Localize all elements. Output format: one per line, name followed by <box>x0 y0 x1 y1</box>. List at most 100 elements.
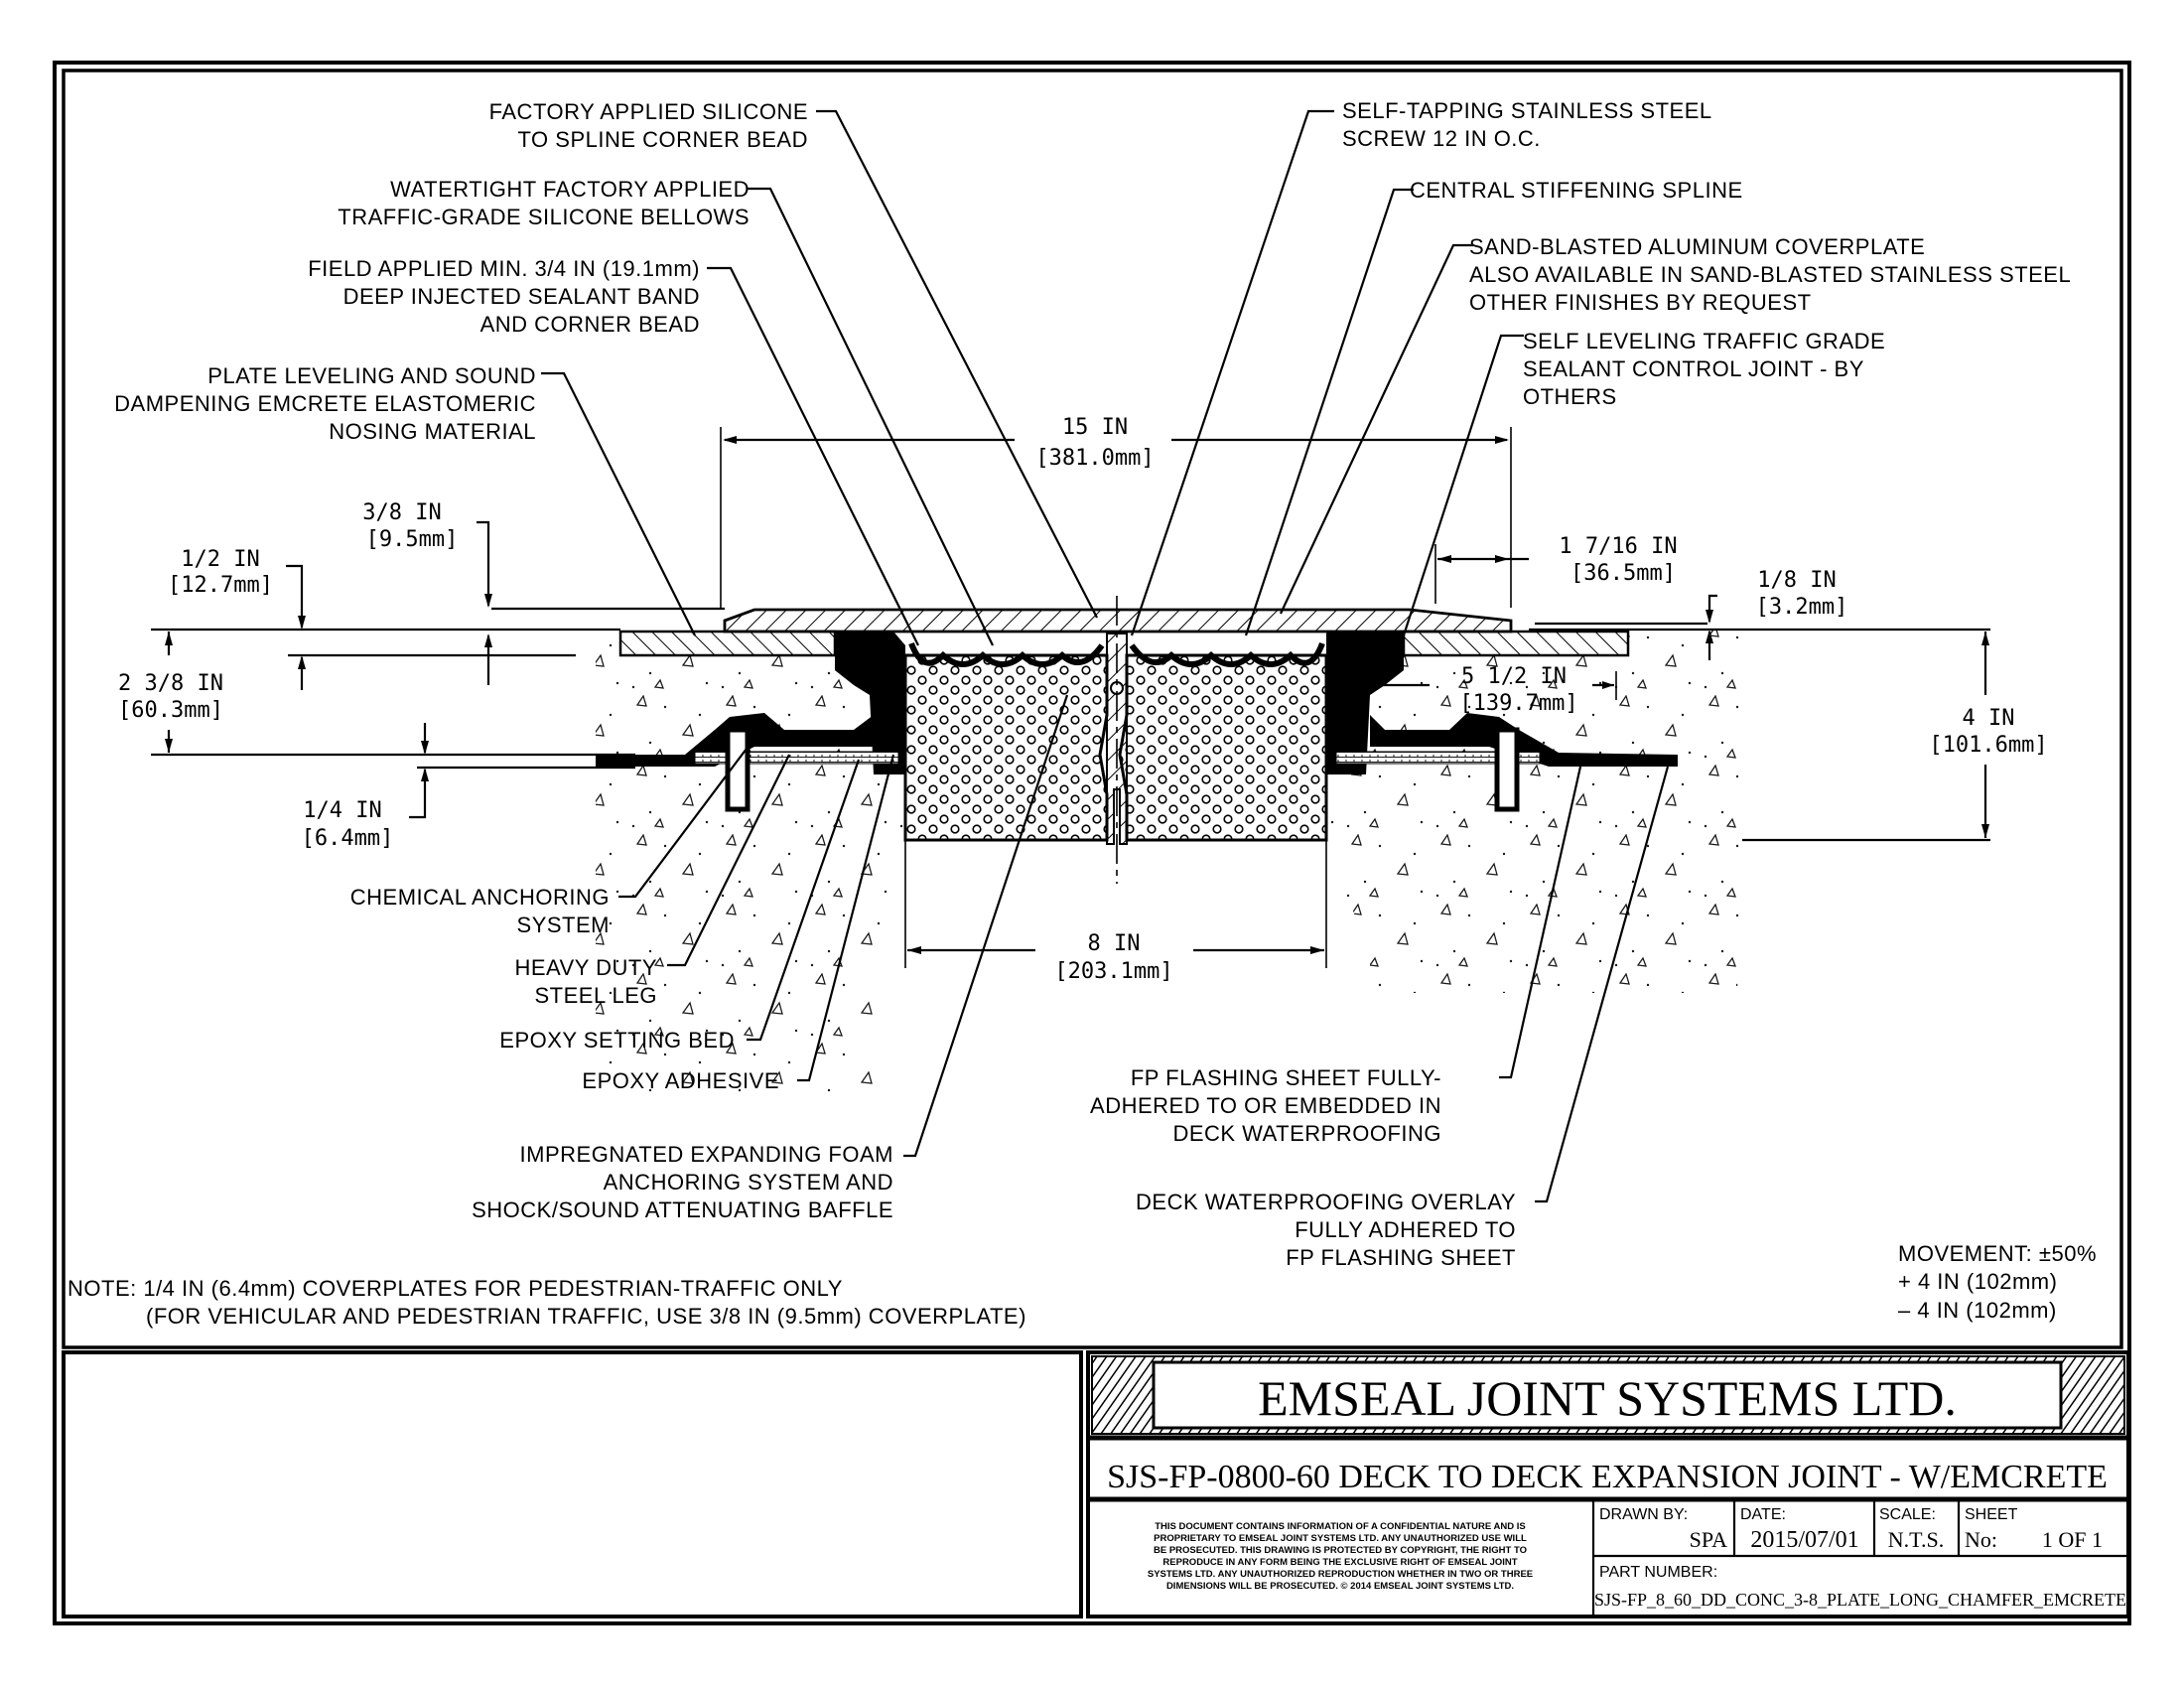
steel-leg-right <box>1326 632 1404 774</box>
dim-1-8in: 1/8 IN <box>1757 568 1836 593</box>
company-name: EMSEAL JOINT SYSTEMS LTD. <box>1258 1370 1957 1426</box>
dim-6-4mm: [6.4mm] <box>302 826 394 851</box>
callout-foam-2: ANCHORING SYSTEM AND <box>604 1170 893 1195</box>
callout-coverplate-2: ALSO AVAILABLE IN SAND-BLASTED STAINLESS… <box>1469 262 2071 287</box>
callout-bellows-1: WATERTIGHT FACTORY APPLIED <box>390 177 750 202</box>
disclaimer-line: REPRODUCE IN ANY FORM BEING THE EXCLUSIV… <box>1162 1557 1517 1568</box>
callout-control-joint-3: OTHERS <box>1523 384 1617 409</box>
sheet-label: SHEET <box>1965 1506 2018 1523</box>
callout-spline: CENTRAL STIFFENING SPLINE <box>1410 178 1743 203</box>
scale-label: SCALE: <box>1879 1506 1936 1523</box>
disclaimer-line: DIMENSIONS WILL BE PROSECUTED. © 2014 EM… <box>1166 1581 1514 1592</box>
callout-coverplate-1: SAND-BLASTED ALUMINUM COVERPLATE <box>1469 234 1925 259</box>
callout-chem-anchor-1: CHEMICAL ANCHORING <box>350 885 610 910</box>
anchor-left <box>725 727 751 812</box>
note-line-1: NOTE: 1/4 IN (6.4mm) COVERPLATES FOR PED… <box>68 1276 843 1301</box>
concrete-slab-left <box>596 630 905 1092</box>
callout-sealant-band-1: FIELD APPLIED MIN. 3/4 IN (19.1mm) <box>308 256 700 281</box>
callout-setting-bed: EPOXY SETTING BED <box>499 1028 735 1053</box>
dimension-nosing-depth: 1/2 IN [12.7mm] <box>168 547 306 690</box>
blank-box <box>62 1350 1083 1618</box>
callout-coverplate-3: OTHER FINISHES BY REQUEST <box>1469 290 1812 315</box>
callouts-top-right: SELF-TAPPING STAINLESS STEEL SCREW 12 IN… <box>1342 98 2071 409</box>
dim-5-1-2in: 5 1/2 IN <box>1461 664 1567 689</box>
disclaimer-line: SYSTEMS LTD. ANY UNAUTHORIZED REPRODUCTI… <box>1148 1569 1533 1580</box>
dim-8in: 8 IN <box>1088 931 1141 956</box>
callout-steel-leg-2: STEEL LEG <box>534 983 657 1008</box>
callout-screw-2: SCREW 12 IN O.C. <box>1342 126 1541 151</box>
dim-1-7-16in: 1 7/16 IN <box>1559 534 1677 559</box>
callout-bellows-2: TRAFFIC-GRADE SILICONE BELLOWS <box>338 205 750 229</box>
dimension-sealant-depth: 1/8 IN [3.2mm] <box>1706 568 1847 660</box>
bellows-right <box>1129 641 1325 667</box>
callout-sealant-band-2: DEEP INJECTED SEALANT BAND <box>343 284 700 309</box>
dim-2-3-8in: 2 3/8 IN <box>118 671 223 696</box>
callout-emcrete-1: PLATE LEVELING AND SOUND <box>207 363 536 388</box>
disclaimer-line: THIS DOCUMENT CONTAINS INFORMATION OF A … <box>1155 1521 1525 1532</box>
date-label: DATE: <box>1740 1506 1786 1523</box>
note-line-2: (FOR VEHICULAR AND PEDESTRIAN TRAFFIC, U… <box>146 1304 1026 1329</box>
callout-overlay-1: DECK WATERPROOFING OVERLAY <box>1136 1190 1516 1214</box>
callout-sealant-band-3: AND CORNER BEAD <box>480 312 700 337</box>
callout-emcrete-2: DAMPENING EMCRETE ELASTOMERIC <box>114 391 536 416</box>
sheet-no-label: No: <box>1965 1527 1997 1552</box>
dim-1-2in: 1/2 IN <box>181 547 259 572</box>
dim-203mm: [203.1mm] <box>1054 959 1172 984</box>
bellows-left <box>908 641 1105 667</box>
coverplate-note: NOTE: 1/4 IN (6.4mm) COVERPLATES FOR PED… <box>68 1276 1026 1329</box>
dimension-rail-depth: 2 3/8 IN [60.3mm] <box>118 632 223 753</box>
sheet-value: 1 OF 1 <box>2042 1527 2103 1552</box>
callout-flashing-1: FP FLASHING SHEET FULLY- <box>1131 1065 1441 1090</box>
dim-12-7mm: [12.7mm] <box>168 573 273 598</box>
drawn-by-label: DRAWN BY: <box>1599 1506 1688 1523</box>
dim-36-5mm: [36.5mm] <box>1570 561 1676 586</box>
callout-foam-1: IMPREGNATED EXPANDING FOAM <box>520 1142 893 1167</box>
dim-15in: 15 IN <box>1062 415 1128 440</box>
disclaimer: THIS DOCUMENT CONTAINS INFORMATION OF A … <box>1148 1521 1533 1592</box>
callouts-bottom-left: CHEMICAL ANCHORING SYSTEM HEAVY DUTY STE… <box>350 885 893 1222</box>
disclaimer-line: PROPRIETARY TO EMSEAL JOINT SYSTEMS LTD.… <box>1154 1533 1527 1544</box>
dim-1-4in: 1/4 IN <box>303 798 381 823</box>
callout-steel-leg-1: HEAVY DUTY <box>514 955 657 980</box>
dimension-gap-width: 8 IN [203.1mm] <box>904 840 1327 984</box>
date-value: 2015/07/01 <box>1750 1527 1858 1553</box>
dim-60-3mm: [60.3mm] <box>118 698 223 723</box>
dimension-chamfer-width: 1 7/16 IN [36.5mm] <box>1434 534 1678 604</box>
movement-spec: MOVEMENT: ±50% + 4 IN (102mm) – 4 IN (10… <box>1898 1241 2097 1323</box>
callout-control-joint-2: SEALANT CONTROL JOINT - BY <box>1523 356 1864 381</box>
part-number-value: SJS-FP_8_60_DD_CONC_3-8_PLATE_LONG_CHAMF… <box>1594 1590 2126 1610</box>
movement-minus: – 4 IN (102mm) <box>1898 1298 2057 1323</box>
dim-3-2mm: [3.2mm] <box>1756 595 1848 620</box>
nosing-left <box>618 630 837 657</box>
callout-flashing-2: ADHERED TO OR EMBEDDED IN <box>1090 1093 1441 1118</box>
callout-flashing-3: DECK WATERPROOFING <box>1172 1121 1441 1146</box>
callout-overlay-3: FP FLASHING SHEET <box>1286 1245 1516 1270</box>
callouts-bottom-right: FP FLASHING SHEET FULLY- ADHERED TO OR E… <box>1090 1065 1516 1270</box>
movement-plus: + 4 IN (102mm) <box>1898 1269 2057 1294</box>
foam-left <box>903 653 1109 842</box>
dim-9-5mm: [9.5mm] <box>366 527 459 552</box>
foam-right <box>1118 653 1328 842</box>
dimension-overall-width: 15 IN [381.0mm] <box>720 415 1512 608</box>
scale-value: N.T.S. <box>1888 1527 1944 1552</box>
callout-emcrete-3: NOSING MATERIAL <box>329 419 536 444</box>
dimension-flashing-thickness: 1/4 IN [6.4mm] <box>302 723 429 851</box>
outer-border <box>53 61 2131 1625</box>
dim-101-6mm: [101.6mm] <box>1929 733 2047 758</box>
drawing-title: SJS-FP-0800-60 DECK TO DECK EXPANSION JO… <box>1107 1459 2108 1495</box>
leader-lines <box>541 109 1670 1203</box>
dim-4in: 4 IN <box>1963 706 2015 731</box>
callout-overlay-2: FULLY ADHERED TO <box>1295 1217 1516 1242</box>
nosing-right <box>1402 630 1630 657</box>
movement-title: MOVEMENT: ±50% <box>1898 1241 2097 1266</box>
dim-381mm: [381.0mm] <box>1035 446 1154 471</box>
drawn-by-value: SPA <box>1690 1527 1727 1552</box>
setting-bed-right <box>1335 751 1541 765</box>
steel-leg-left <box>835 632 905 774</box>
callout-control-joint-1: SELF LEVELING TRAFFIC GRADE <box>1523 329 1885 353</box>
part-number-label: PART NUMBER: <box>1599 1564 1717 1581</box>
callout-factory-silicone-1: FACTORY APPLIED SILICONE <box>489 99 808 124</box>
callout-chem-anchor-2: SYSTEM <box>517 913 610 937</box>
title-block: EMSEAL JOINT SYSTEMS LTD. SJS-FP-0800-60… <box>1086 1350 2130 1618</box>
